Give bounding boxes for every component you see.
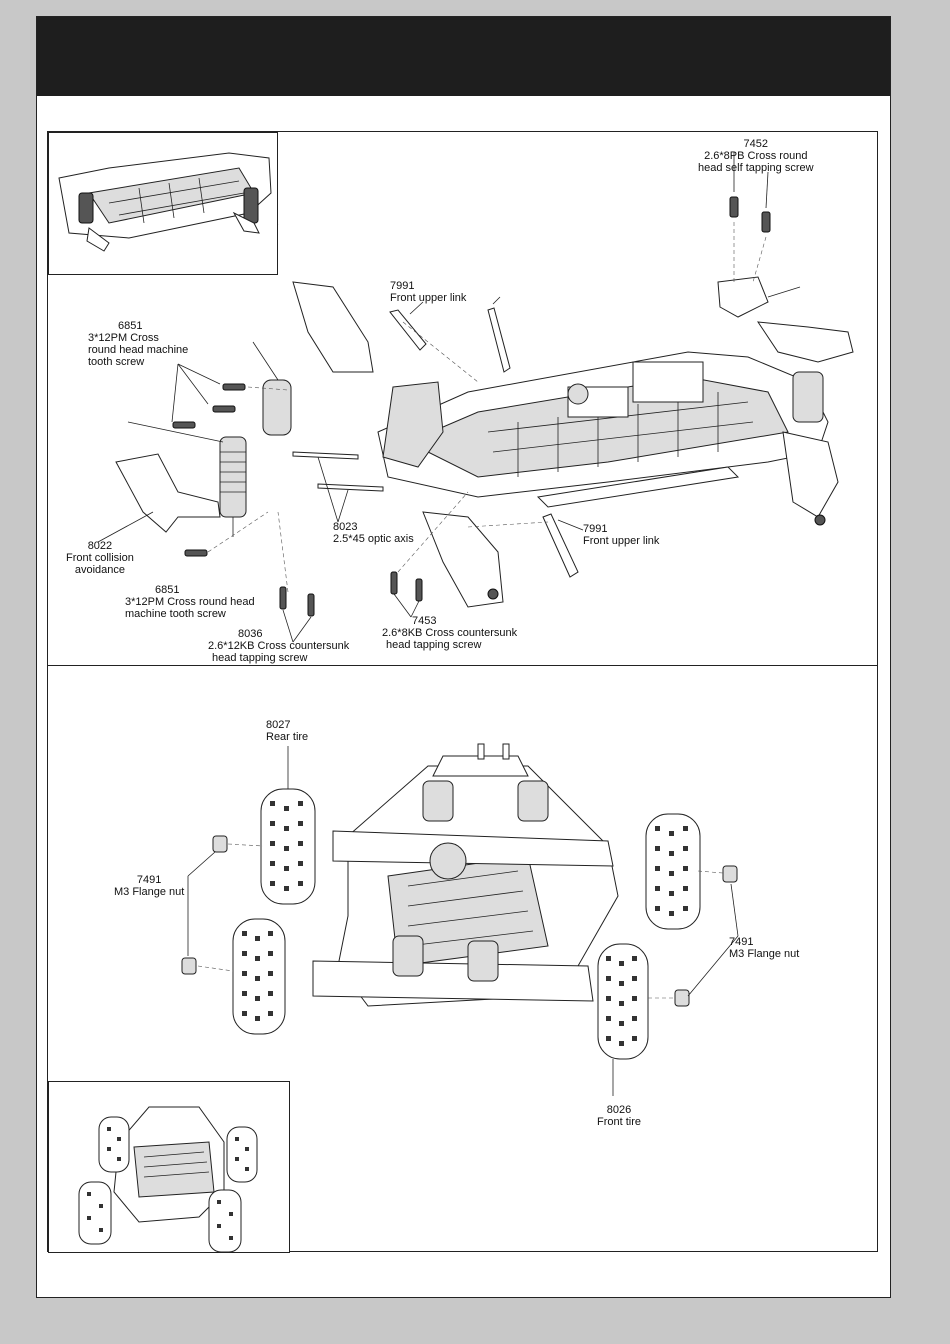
- screw-6851-top: [171, 363, 289, 429]
- label-7991-bottom: 7991 Front upper link: [583, 523, 660, 547]
- front-hub-drawing: [292, 281, 504, 608]
- header-bar: [37, 17, 890, 96]
- chassis-drawing: [377, 276, 854, 526]
- screw-7452: [729, 152, 771, 283]
- label-7453: 7453 2.6*8KB Cross countersunk head tapp…: [382, 615, 518, 651]
- screw-countersunk: [277, 491, 469, 643]
- screw-6851-bottom: [184, 511, 269, 557]
- tire-assembly-overview-inset: [48, 1081, 290, 1253]
- label-8026: 8026 Front tire: [597, 1104, 642, 1128]
- label-8022: 8022 Front collision avoidance: [66, 540, 134, 576]
- rear-left-tire: [260, 788, 316, 905]
- label-7991-top: 7991 Front upper link: [390, 280, 467, 304]
- label-6851-bottom: 6851 3*12PM Cross round head machine too…: [125, 584, 255, 620]
- front-right-tire: [597, 943, 649, 1060]
- label-7452: 7452 2.6*8PB Cross round head self tappi…: [698, 138, 814, 174]
- front-upper-link-bottom: [467, 513, 584, 578]
- front-upper-link-top: [389, 296, 511, 383]
- front-left-tire: [232, 918, 286, 1035]
- flange-nuts: [181, 746, 739, 1096]
- label-8023: 8023 2.5*45 optic axis: [333, 521, 414, 545]
- label-6851-top: 6851 3*12PM Cross round head machine too…: [88, 320, 189, 368]
- shock-absorbers: [127, 341, 292, 537]
- label-8036: 8036 2.6*12KB Cross countersunk head tap…: [208, 628, 350, 664]
- front-assembly-drawing: [97, 152, 854, 643]
- front-assembly-overview-inset: [48, 132, 278, 275]
- label-8027: 8027 Rear tire: [266, 719, 309, 743]
- chassis-top-view: [312, 743, 619, 1007]
- tire-assembly-drawing: [181, 743, 739, 1096]
- tire-assembly-panel: 8027 Rear tire 7491 M3 Flange nut 7491 M…: [47, 665, 878, 1253]
- front-assembly-panel: 7452 2.6*8PB Cross round head self tappi…: [47, 131, 878, 666]
- optic-axis-8023: [292, 451, 384, 523]
- overview-tire-drawing: [78, 1106, 258, 1253]
- front-bumper-8022: [97, 453, 221, 543]
- overview-drawing: [58, 152, 272, 252]
- label-7491-left: 7491 M3 Flange nut: [114, 874, 185, 898]
- rear-right-tire: [645, 813, 701, 930]
- label-7491-right: 7491 M3 Flange nut: [729, 936, 800, 960]
